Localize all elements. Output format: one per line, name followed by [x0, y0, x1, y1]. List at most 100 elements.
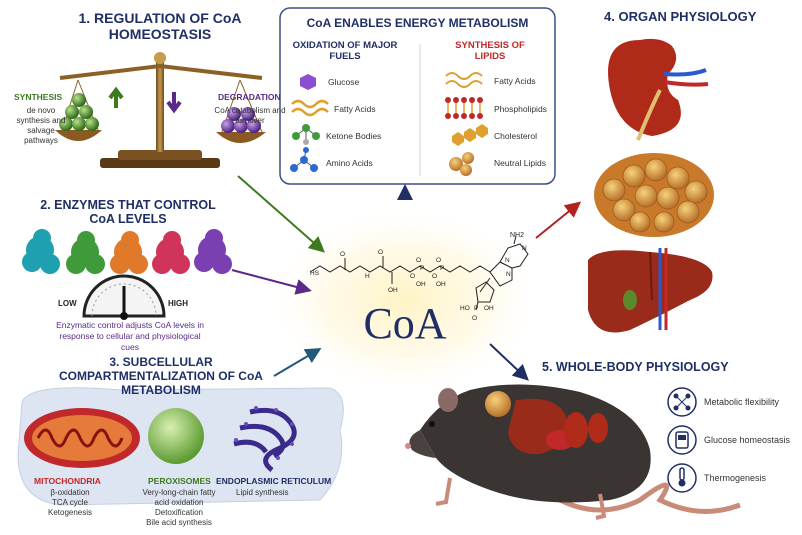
section5-title: 5. WHOLE-BODY PHYSIOLOGY — [542, 360, 729, 374]
down-arrow-icon — [166, 92, 182, 114]
lipid-item-cholesterol: Cholesterol — [494, 131, 537, 141]
kidney-icon — [608, 38, 709, 141]
mito-desc: β-oxidation TCA cycle Ketogenesis — [30, 488, 110, 518]
svg-text:OH: OH — [436, 281, 446, 288]
svg-text:N: N — [522, 245, 527, 252]
arrow-section1 — [237, 175, 326, 253]
balance-scale-icon — [55, 52, 266, 168]
mitochondria-icon — [24, 408, 140, 468]
adipose-tissue-icon — [594, 153, 714, 237]
svg-text:O: O — [378, 249, 383, 256]
gauge-high-label: HIGH — [168, 299, 188, 308]
nh2-label: NH2 — [510, 232, 525, 239]
arrow-section2 — [231, 269, 312, 295]
coa-molecule — [309, 235, 529, 311]
mito-desc-line: β-oxidation — [50, 488, 90, 497]
svg-text:O: O — [432, 273, 437, 280]
synthesis-spheres — [59, 93, 99, 131]
neutral-lipids-icon — [449, 152, 474, 176]
svg-text:P: P — [440, 265, 444, 272]
svg-text:P: P — [420, 265, 424, 272]
cholesterol-icon — [452, 124, 488, 146]
fatty-acids-lipid-icon — [445, 72, 483, 80]
mito-desc-line: Ketogenesis — [47, 508, 93, 517]
up-arrow-icon — [108, 86, 124, 108]
fatty-acids-icon — [291, 99, 329, 109]
section2-caption: Enzymatic control adjusts CoA levels in … — [56, 320, 204, 353]
fatty-acids-icon-b — [291, 107, 329, 117]
svg-text:OH: OH — [416, 281, 426, 288]
thermogenesis-label: Thermogenesis — [704, 473, 767, 483]
svg-text:HO: HO — [460, 305, 470, 312]
svg-text:O: O — [410, 273, 415, 280]
thermometer-icon — [678, 467, 686, 487]
center-box — [279, 7, 556, 185]
er-icon — [233, 407, 297, 472]
thermogenesis-icon-circle — [667, 463, 697, 493]
section1-title: 1. REGULATION OF CoA HOMEOSTASIS — [78, 10, 242, 43]
perox-desc: Very-long-chain fatty acid oxidation Det… — [124, 488, 234, 528]
synthesis-desc: de novo synthesis and salvage pathways — [16, 106, 66, 145]
fuels-header: OXIDATION OF MAJOR FUELS — [292, 40, 398, 63]
lipid-item-phospholipids: Phospholipids — [494, 104, 547, 114]
glucometer-icon — [675, 431, 689, 449]
network-icon — [673, 393, 691, 411]
fatty-acids-lipid-icon-b — [445, 80, 483, 88]
mito-desc-line: TCA cycle — [51, 498, 88, 507]
synthesis-label: SYNTHESIS — [14, 92, 63, 102]
degradation-desc: CoA catabolism and turnover — [214, 106, 286, 125]
arrow-section5 — [489, 343, 529, 381]
svg-text:O: O — [340, 251, 345, 258]
degradation-label: DEGRADATION — [218, 92, 281, 102]
svg-text:O: O — [436, 257, 441, 264]
lipids-header: SYNTHESIS OF LIPIDS — [455, 40, 525, 63]
er-desc: Lipid synthesis — [236, 488, 289, 497]
perox-desc-line: acid oxidation — [154, 498, 204, 507]
perox-desc-line: Very-long-chain fatty — [142, 488, 216, 497]
perox-desc-line: Bile acid synthesis — [146, 518, 212, 527]
liver-icon — [588, 248, 713, 333]
degradation-spheres — [221, 107, 261, 133]
section2-title: 2. ENZYMES THAT CONTROL CoA LEVELS — [40, 198, 216, 227]
section3-title: 3. SUBCELLULAR COMPARTMENTALIZATION OF C… — [59, 355, 263, 397]
metabolic-flexibility-label: Metabolic flexibility — [704, 397, 780, 407]
glucose-icon — [300, 74, 316, 90]
center-glow — [265, 205, 545, 395]
lipid-item-neutral-lipids: Neutral Lipids — [494, 158, 546, 168]
ketone-bodies-icon — [292, 124, 320, 145]
mito-label: MITOCHONDRIA — [34, 476, 101, 486]
gauge-icon — [82, 274, 166, 320]
coa-label: CoA — [363, 299, 447, 348]
perox-label: PEROXISOMES — [148, 476, 211, 486]
fuel-item-ketone-bodies: Ketone Bodies — [326, 131, 382, 141]
fuel-item-amino-acids: Amino Acids — [326, 158, 373, 168]
fuel-item-glucose: Glucose — [328, 77, 360, 87]
svg-text:O: O — [416, 257, 421, 264]
svg-text:H: H — [365, 273, 370, 280]
gauge-low-label: LOW — [58, 299, 77, 308]
rat-icon — [405, 384, 741, 520]
svg-text:N: N — [506, 271, 511, 278]
er-label: ENDOPLASMIC RETICULUM — [216, 476, 332, 486]
enzyme-structures — [22, 229, 232, 274]
er-ribosomes — [234, 406, 294, 460]
peroxisome-icon — [148, 408, 204, 464]
amino-acids-icon — [290, 147, 318, 172]
lipid-item-fatty-acids: Fatty Acids — [494, 76, 536, 86]
svg-text:O: O — [472, 315, 477, 322]
fuel-item-fatty-acids: Fatty Acids — [334, 104, 376, 114]
arrow-section3 — [273, 347, 322, 377]
glucose-homeostasis-label: Glucose homeostasis — [704, 435, 791, 445]
svg-text:HS: HS — [310, 270, 320, 277]
phospholipids-icon — [445, 97, 483, 119]
svg-text:OH: OH — [484, 305, 494, 312]
perox-desc-line: Detoxification — [154, 508, 204, 517]
svg-text:N: N — [505, 257, 510, 264]
svg-text:OH: OH — [388, 287, 398, 294]
svg-text:P: P — [474, 305, 478, 312]
section4-title: 4. ORGAN PHYSIOLOGY — [604, 9, 757, 24]
center-box-title: CoA ENABLES ENERGY METABOLISM — [306, 16, 529, 30]
arrow-section4 — [535, 201, 582, 239]
